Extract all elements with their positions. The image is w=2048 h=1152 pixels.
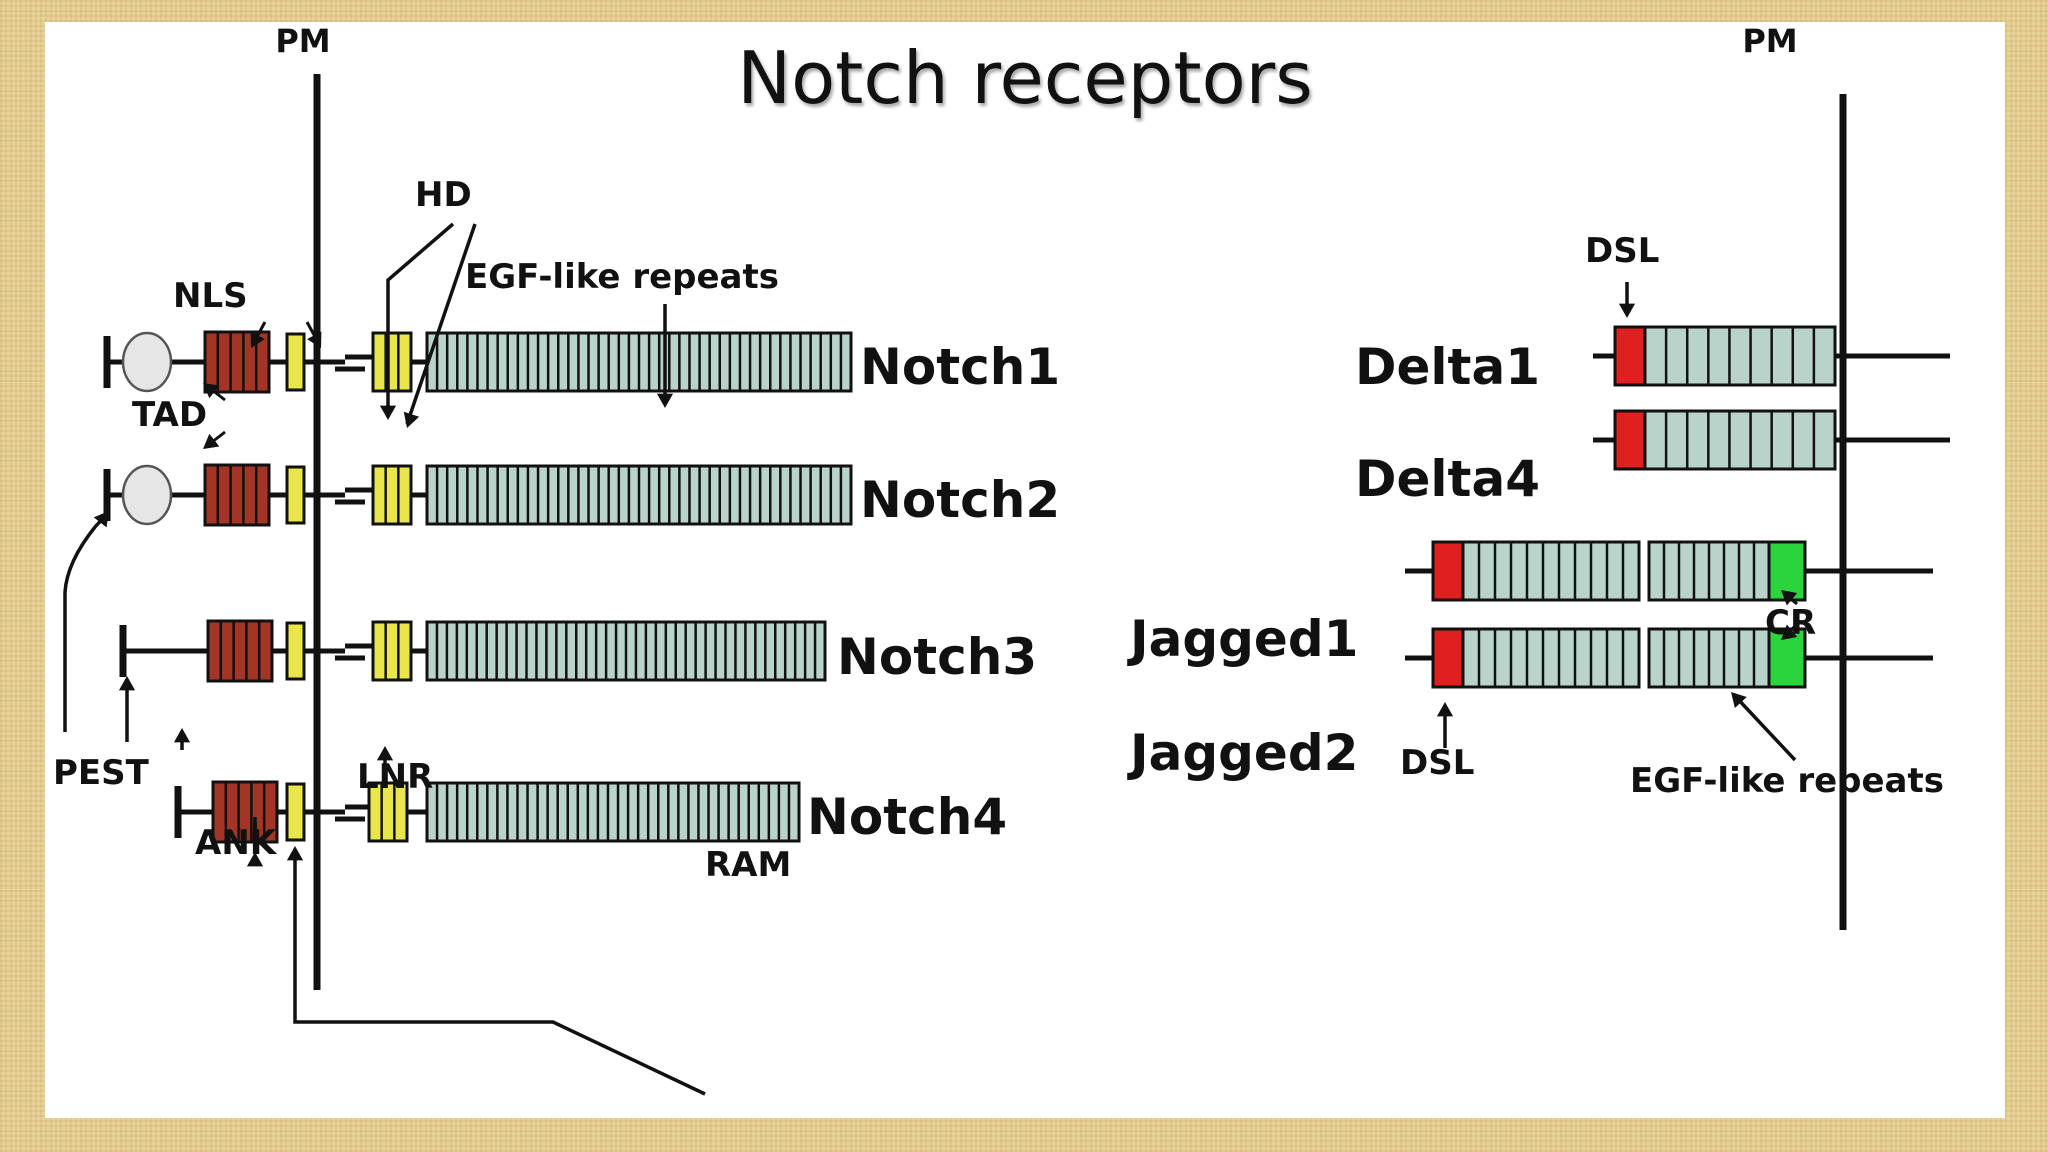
hd-arrowhead-2 <box>403 411 420 428</box>
notch3-ram-domain <box>285 621 306 681</box>
egf-bottom-label: EGF-like repeats <box>1630 761 1944 801</box>
dsl-top-label: DSL <box>1585 231 1659 271</box>
tad-arrowhead-up <box>203 383 220 399</box>
hd-arrowhead-1 <box>379 405 397 420</box>
notch2-ram-domain <box>285 465 306 525</box>
receptor-name-notch2: Notch2 <box>860 471 1060 529</box>
egf-top-arrowhead <box>656 393 674 408</box>
receptor-name-notch3: Notch3 <box>837 628 1037 686</box>
pest-leader-curve <box>63 512 109 732</box>
jagged1-dsl-domain <box>1431 540 1465 602</box>
notch-diagram: PM PM HD EGF-like repeats NLS TAD PEST A… <box>53 22 1950 1096</box>
pest-arrowhead-1 <box>93 511 109 528</box>
dsl-bottom-label: DSL <box>1400 743 1474 783</box>
cr-arrowhead-up <box>1781 590 1798 606</box>
nls-arrowhead-2 <box>307 331 322 348</box>
notch2-tad-domain <box>121 464 173 526</box>
notch2-ank-domain <box>203 463 271 527</box>
receptor-name-notch1: Notch1 <box>860 338 1060 396</box>
jagged2-egf-repeats-a <box>1461 627 1641 689</box>
pest-label: PEST <box>53 753 150 793</box>
hd-label: HD <box>415 175 472 215</box>
notch3-lnr-domain <box>371 620 413 682</box>
delta4-dsl-domain <box>1613 409 1647 471</box>
slide: Notch receptors PM PM HD EGF-like repeat… <box>45 22 2005 1118</box>
jagged1-egf-repeats-a <box>1461 540 1641 602</box>
cr-label: CR <box>1765 603 1816 643</box>
nls-arrowhead-1 <box>250 331 265 348</box>
ligand-name-delta1: Delta1 <box>1355 338 1540 396</box>
delta1-egf-repeats <box>1643 325 1837 387</box>
hd-leader-2 <box>405 223 477 425</box>
jagged2-dsl-domain <box>1431 627 1465 689</box>
delta1-dsl-domain <box>1613 325 1647 387</box>
ank-arrowhead-unused <box>246 852 264 867</box>
notch1-lnr-domain <box>371 331 413 393</box>
tad-arrowhead-down <box>203 433 220 449</box>
lnr-label: LNR <box>357 757 433 797</box>
pest-arrowhead-3 <box>173 728 191 743</box>
hd-leader-1 <box>386 222 455 417</box>
pm-left-label: PM <box>275 22 330 60</box>
notch1-ram-domain <box>285 332 306 392</box>
tad-label: TAD <box>132 395 207 435</box>
egf-bottom-arrowhead <box>1731 692 1747 709</box>
ram-leader <box>293 852 706 1096</box>
ligand-name-jagged2: Jagged2 <box>1127 724 1358 782</box>
notch3-ank-domain <box>206 619 274 683</box>
delta4-egf-repeats <box>1643 409 1837 471</box>
notch4-ram-domain <box>285 782 306 842</box>
notch2-lnr-domain <box>371 464 413 526</box>
ram-label: RAM <box>705 845 791 885</box>
notch4-egf-repeats <box>425 781 801 843</box>
pest-arrowhead-2 <box>118 676 136 691</box>
dsl-bottom-arrowhead <box>1436 702 1454 717</box>
cr-arrowhead-down <box>1781 624 1798 640</box>
ligand-name-delta4: Delta4 <box>1355 450 1540 508</box>
ligand-name-jagged1: Jagged1 <box>1127 610 1358 668</box>
lnr-arrowhead <box>376 746 394 761</box>
notch4-lnr-domain <box>367 781 409 843</box>
nls-label: NLS <box>173 276 248 316</box>
ank-label: ANK <box>195 823 278 863</box>
slide-title: Notch receptors <box>737 36 1313 120</box>
egf-bottom-arrow <box>1733 694 1797 762</box>
notch1-tad-domain <box>121 331 173 393</box>
notch4-ank-domain <box>211 780 279 844</box>
ram-arrowhead <box>286 846 304 861</box>
pm-right-label: PM <box>1742 22 1797 60</box>
egf-top-label: EGF-like repeats <box>465 257 779 297</box>
dsl-top-arrowhead <box>1618 303 1636 318</box>
jagged1-cr-domain <box>1767 540 1807 602</box>
receptor-name-notch4: Notch4 <box>807 788 1007 846</box>
